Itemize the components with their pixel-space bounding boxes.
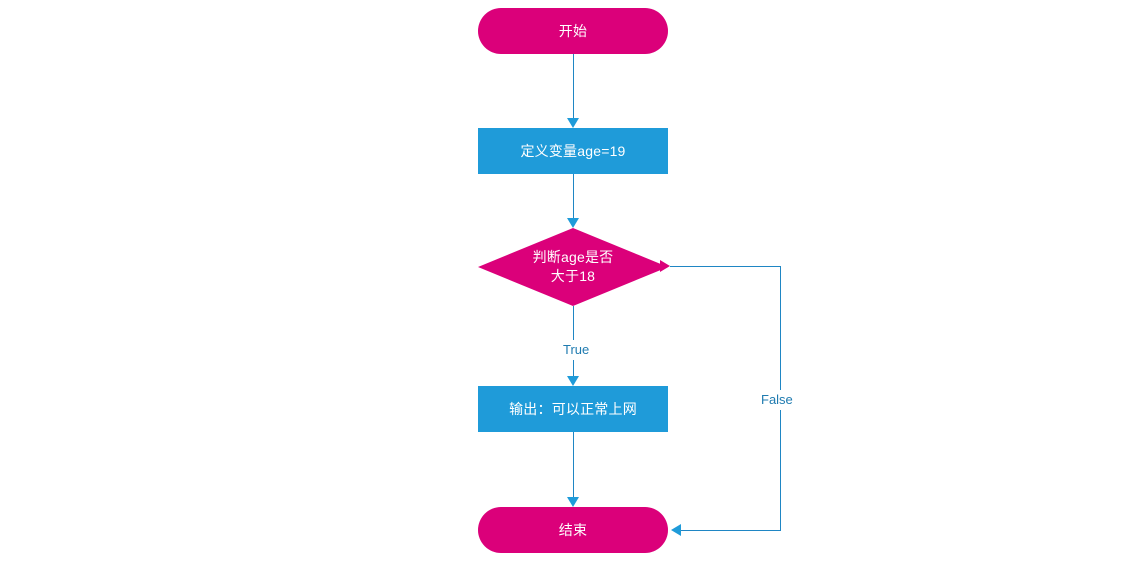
arrowhead-false-to-end-icon — [671, 524, 681, 536]
node-output-message[interactable]: 输出：可以正常上网 — [478, 386, 668, 432]
edge-label-false: False — [757, 390, 797, 410]
connector-define-to-decision — [573, 174, 574, 218]
connector-output-to-end — [573, 432, 574, 497]
node-end-label: 结束 — [558, 521, 588, 538]
arrowhead-output-to-end-icon — [567, 497, 579, 507]
node-define-variable[interactable]: 定义变量age=19 — [478, 128, 668, 174]
arrowhead-start-to-define-icon — [567, 118, 579, 128]
connector-start-to-define — [573, 54, 574, 118]
node-end[interactable]: 结束 — [478, 507, 668, 553]
connector-false-top-horizontal — [670, 266, 781, 267]
node-start-label: 开始 — [558, 22, 588, 39]
arrowhead-false-branch-origin-icon — [660, 260, 670, 272]
node-start[interactable]: 开始 — [478, 8, 668, 54]
arrowhead-define-to-decision-icon — [567, 218, 579, 228]
connector-false-bottom-horizontal — [681, 530, 781, 531]
node-output-message-label: 输出：可以正常上网 — [509, 400, 637, 417]
edge-label-true: True — [559, 340, 594, 360]
arrowhead-decision-to-output-icon — [567, 376, 579, 386]
node-decision-age[interactable]: 判断age是否 大于18 — [478, 228, 668, 306]
node-define-variable-label: 定义变量age=19 — [520, 142, 626, 159]
node-decision-age-label: 判断age是否 大于18 — [532, 249, 614, 284]
